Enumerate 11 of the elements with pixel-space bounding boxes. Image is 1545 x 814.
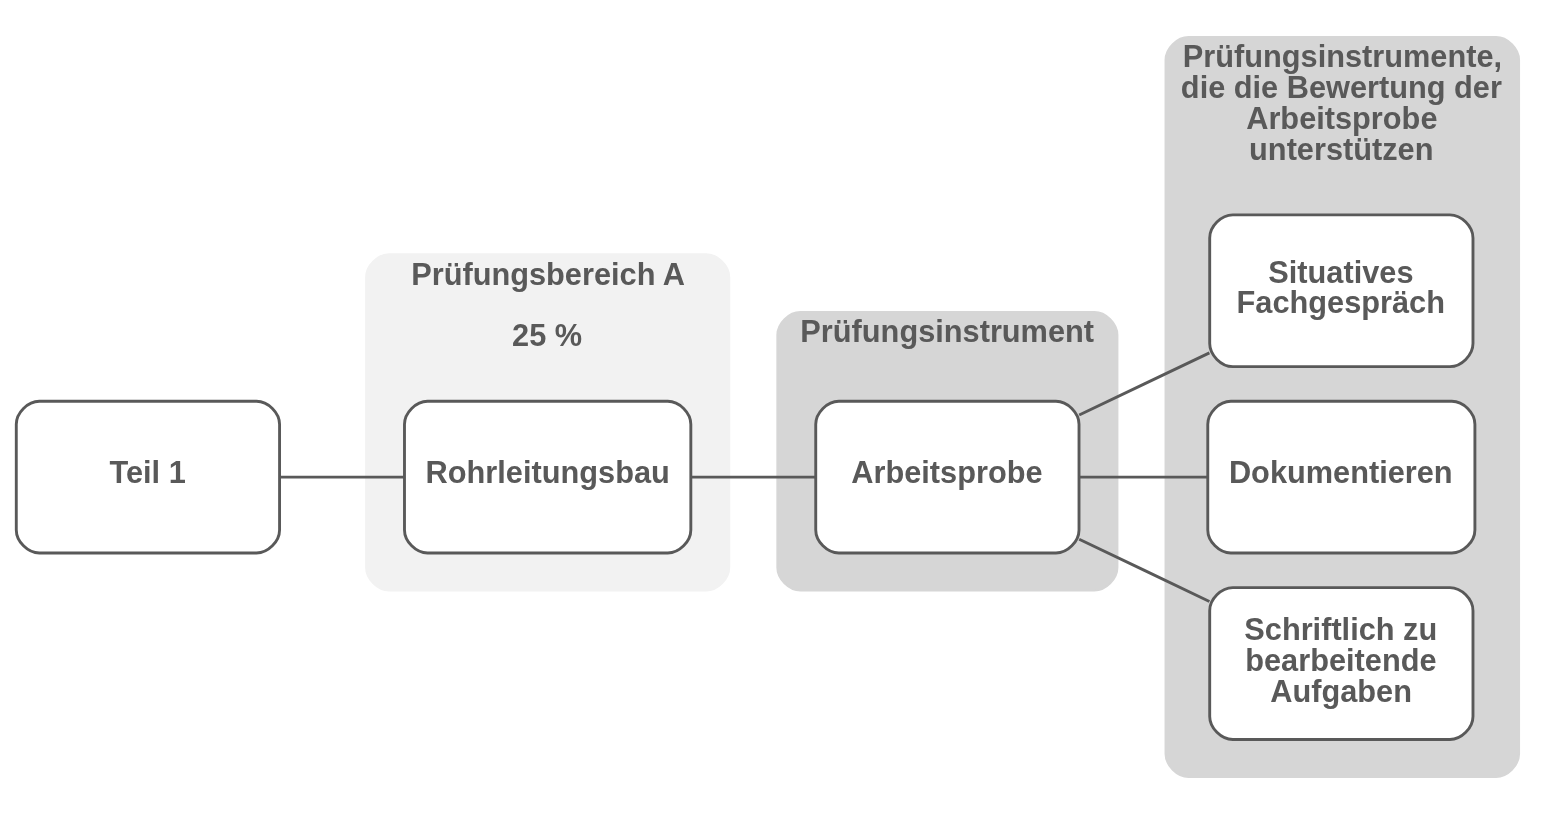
node-box: Situatives Fachgespräch — [1208, 213, 1475, 369]
node-box: Teil 1 — [14, 399, 281, 555]
connector — [1078, 351, 1211, 417]
node-box: Rohrleitungsbau — [403, 399, 693, 555]
node-box: Arbeitsprobe — [814, 399, 1081, 555]
connector — [691, 475, 816, 479]
node-box: Schriftlich zu bearbeitende Aufgaben — [1208, 586, 1475, 741]
connector — [280, 475, 404, 479]
connector — [1078, 537, 1211, 603]
connector — [1079, 475, 1208, 479]
node-box: Dokumentieren — [1206, 399, 1477, 555]
